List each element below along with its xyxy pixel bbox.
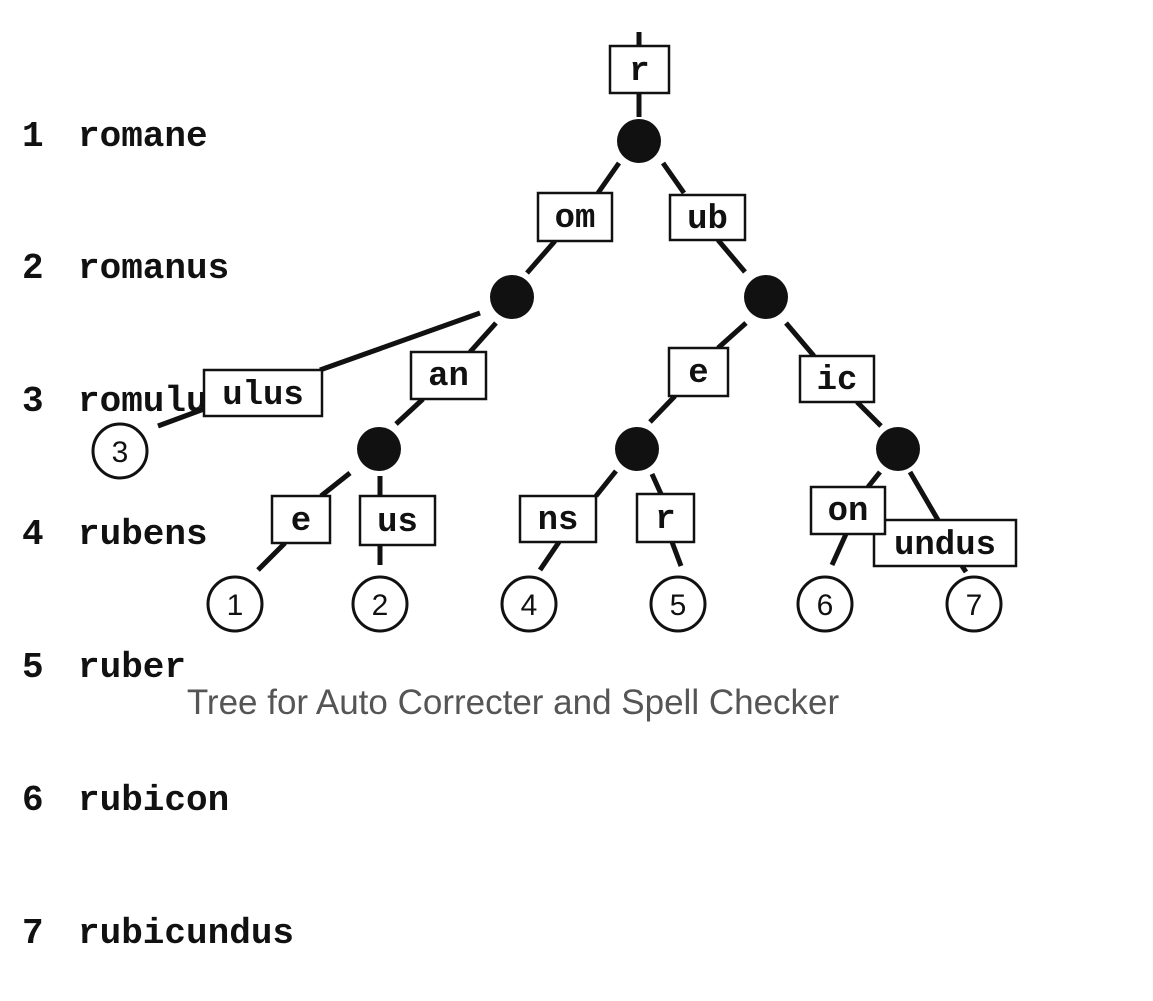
- edge-ub-upper: [660, 161, 687, 195]
- svg-text:an: an: [428, 358, 469, 396]
- edge-label-ns: ns: [518, 494, 598, 544]
- edge-label-ub: ub: [668, 193, 747, 242]
- edge-ic-lower: [855, 400, 883, 428]
- svg-text:3: 3: [112, 436, 129, 469]
- svg-text:r: r: [629, 53, 649, 91]
- figure-caption: Tree for Auto Correcter and Spell Checke…: [186, 683, 840, 722]
- word-list-item: 6 rubicon: [22, 779, 294, 823]
- edge-ns-upper: [594, 469, 618, 498]
- svg-text:4: 4: [521, 589, 538, 622]
- node-root: [617, 119, 661, 163]
- svg-text:ic: ic: [817, 362, 858, 400]
- svg-text:r: r: [655, 501, 675, 539]
- word-text: romane: [78, 115, 208, 157]
- leaf-5: 5: [649, 575, 707, 633]
- word-text: rubicon: [78, 780, 230, 822]
- node-roman: [357, 427, 401, 471]
- svg-text:7: 7: [966, 589, 983, 622]
- svg-text:on: on: [828, 493, 869, 531]
- edge-label-us: us: [358, 494, 437, 547]
- node-rom: [490, 275, 534, 319]
- svg-text:ulus: ulus: [222, 377, 304, 415]
- word-list-item: 7 rubicundus: [22, 912, 294, 956]
- edge-ns-lower: [537, 540, 562, 572]
- svg-text:us: us: [377, 504, 418, 542]
- word-list-item: 4 rubens: [22, 513, 294, 557]
- svg-text:e: e: [291, 503, 311, 541]
- edge-ic-upper: [784, 321, 816, 358]
- edge-an-upper: [468, 321, 498, 354]
- edge-e-rub-upper: [716, 321, 748, 350]
- edge-labels: r om ub ulus an e us e: [202, 44, 1018, 568]
- edge-ulus-upper: [319, 310, 481, 373]
- edge-label-an: an: [409, 350, 488, 401]
- node-rub: [744, 275, 788, 319]
- edge-e-rom-lower: [256, 541, 287, 572]
- edge-on-upper: [866, 470, 882, 489]
- word-text: ruber: [78, 647, 187, 689]
- edge-e-rub-lower: [648, 394, 677, 424]
- leaf-7: 7: [945, 575, 1003, 633]
- word-number: 5: [22, 647, 44, 689]
- tree-nodes: [357, 119, 920, 471]
- word-text: romanus: [78, 248, 230, 290]
- edge-om-upper: [595, 161, 622, 195]
- node-rube: [615, 427, 659, 471]
- word-list-item: 2 romanus: [22, 247, 294, 291]
- svg-text:2: 2: [372, 589, 389, 622]
- node-rubic: [876, 427, 920, 471]
- word-number: 4: [22, 514, 44, 556]
- edge-label-ulus: ulus: [202, 368, 324, 418]
- svg-text:undus: undus: [894, 527, 996, 565]
- trie-diagram: r om ub ulus an e us e: [91, 32, 1018, 633]
- word-number: 3: [22, 381, 44, 423]
- word-number: 7: [22, 912, 44, 954]
- edge-r-upper: [649, 472, 664, 496]
- edge-ulus-lower: [157, 406, 205, 429]
- edge-ub-lower: [716, 238, 747, 274]
- edge-on-lower: [829, 532, 849, 567]
- word-text: rubens: [78, 514, 208, 556]
- word-number: 2: [22, 248, 44, 290]
- word-number: 1: [22, 115, 44, 157]
- word-text: rubicundus: [78, 912, 295, 954]
- edge-label-ic: ic: [798, 354, 876, 404]
- svg-text:1: 1: [227, 589, 244, 622]
- leaf-4: 4: [500, 575, 558, 633]
- svg-text:6: 6: [817, 589, 834, 622]
- edge-an-lower: [394, 397, 425, 426]
- edge-label-undus: undus: [872, 518, 1018, 568]
- edge-om-lower: [525, 239, 557, 275]
- edge-label-om: om: [536, 191, 614, 243]
- svg-text:5: 5: [670, 589, 687, 622]
- leaf-nodes: 3 1 2 4 5 6 7: [91, 422, 1003, 633]
- word-list-item: 1 romane: [22, 115, 294, 159]
- edge-undus-upper: [907, 470, 941, 522]
- leaf-1: 1: [206, 575, 264, 633]
- edge-label-r: r: [635, 492, 696, 544]
- edge-label-e-rom: e: [270, 494, 332, 545]
- tree-edges: [157, 32, 969, 574]
- edge-label-root: r: [608, 44, 671, 95]
- svg-text:e: e: [688, 355, 708, 393]
- leaf-2: 2: [351, 575, 409, 633]
- word-number: 6: [22, 780, 44, 822]
- edge-e-rom-upper: [319, 471, 352, 498]
- word-list-item: 5 ruber: [22, 646, 294, 690]
- svg-text:ub: ub: [687, 201, 728, 239]
- svg-text:om: om: [555, 200, 596, 238]
- leaf-6: 6: [796, 575, 854, 633]
- edge-label-e-rub: e: [667, 346, 730, 398]
- edge-r-lower: [669, 541, 684, 567]
- svg-text:ns: ns: [538, 502, 579, 540]
- edge-label-on: on: [809, 485, 887, 536]
- leaf-3: 3: [91, 422, 149, 480]
